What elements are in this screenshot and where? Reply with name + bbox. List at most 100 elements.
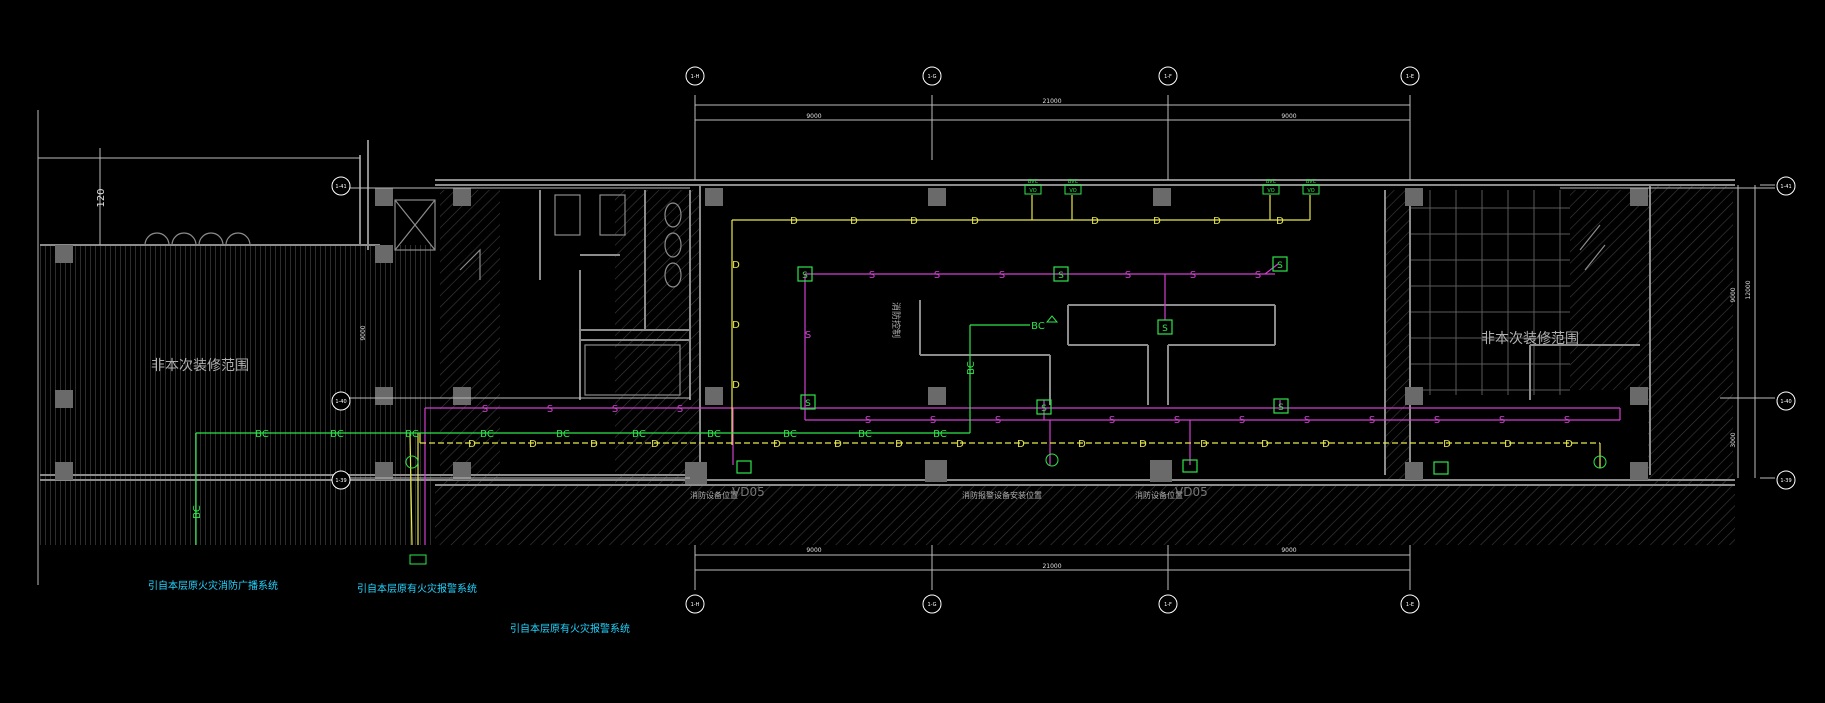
grid-left-2: 1-40 [335, 399, 346, 405]
s-box-label: S [1058, 271, 1064, 281]
dim-bottom-right: 9000 [1281, 547, 1296, 554]
d-label: D [1091, 216, 1099, 227]
d-label: D [1504, 439, 1512, 450]
d-label: D [1213, 216, 1221, 227]
left-zone-label: 非本次装修范围 [151, 357, 249, 374]
d-label: D [732, 380, 740, 391]
d-label: D [790, 216, 798, 227]
d-label: D [910, 216, 918, 227]
grid-right-1: 1-41 [1780, 184, 1791, 190]
d-label: D [1443, 439, 1451, 450]
s-box-label: S [802, 271, 808, 281]
dim-left-offset: 120 [96, 188, 107, 207]
grid-labels: 1-H 1-G 1-F 1-E 1-H 1-G 1-F 1-E 1-41 1-4… [335, 74, 1791, 608]
dim-left-vertical: 9000 [360, 325, 367, 340]
bc-label: BC [192, 505, 203, 519]
s-label: S [1190, 270, 1196, 281]
bc-label: BC [1031, 321, 1045, 332]
grid-top-3: 1-F [1164, 74, 1172, 80]
right-zone-label: 非本次装修范围 [1481, 330, 1579, 347]
bc-label: BC [330, 429, 344, 440]
fixtures [144, 194, 1606, 396]
d-label: D [834, 439, 842, 450]
dim-top-total: 21000 [1042, 98, 1061, 105]
d-label: D [971, 216, 979, 227]
broadcast-bc-wiring [195, 324, 1030, 545]
broadcast-bc-labels: BC BC BC BC BC BC BC BC BC BC BC BC BC [192, 321, 1045, 519]
s-box-label: S [1277, 261, 1283, 271]
vo-label: VO [1307, 188, 1314, 194]
bottom-tag-1: 消防设备位置 [690, 490, 738, 500]
s-label: S [865, 415, 871, 426]
s-label: S [1174, 415, 1180, 426]
s-box-label: S [1041, 404, 1047, 414]
smoke-detector-wiring [424, 263, 1621, 545]
hatch-code-2: VD05 [1175, 485, 1208, 499]
bc-label: BC [556, 429, 570, 440]
s-label: S [1369, 415, 1375, 426]
bvc-modules [1024, 184, 1320, 195]
d-label: D [1017, 439, 1025, 450]
d-label: D [732, 320, 740, 331]
d-label: D [1565, 439, 1573, 450]
bc-label: BC [966, 361, 977, 375]
smoke-detector-boxes [736, 256, 1449, 475]
note-broadcast: 引自本层原火灾消防广播系统 [148, 579, 278, 592]
s-box-label: S [1162, 324, 1168, 334]
bvc-label: BVC [1306, 179, 1317, 185]
grid-left-3: 1-39 [335, 478, 346, 484]
speaker-symbols [405, 315, 1607, 565]
note-alarm-low: 引自本层原有火灾报警系统 [510, 622, 630, 635]
s-label: S [1564, 415, 1570, 426]
detector-d-labels: D D D D D D D D D D D D D D D D D D D D … [468, 216, 1573, 450]
s-label: S [1434, 415, 1440, 426]
d-label: D [1261, 439, 1269, 450]
bvc-texts: BVC BVC BVC BVC VO VO VO VO [1028, 179, 1317, 194]
s-label: S [995, 415, 1001, 426]
dimension-lines [37, 95, 1775, 590]
s-label: S [482, 404, 488, 415]
bottom-tags: 消防设备位置 消防报警设备安装位置 消防设备位置 VD05 VD05 [690, 485, 1208, 500]
dim-top-left: 9000 [806, 113, 821, 120]
dim-right-lower: 3000 [1730, 432, 1737, 447]
bottom-tag-2: 消防报警设备安装位置 [962, 490, 1042, 500]
bottom-tag-3: 消防设备位置 [1135, 490, 1183, 500]
bc-label: BC [933, 429, 947, 440]
vo-label: VO [1267, 188, 1274, 194]
bc-label: BC [858, 429, 872, 440]
s-label: S [1109, 415, 1115, 426]
bvc-label: BVC [1266, 179, 1277, 185]
d-label: D [773, 439, 781, 450]
s-box-label: S [805, 399, 811, 409]
s-box-label: S [1278, 403, 1284, 413]
bc-label: BC [255, 429, 269, 440]
grid-top-4: 1-E [1406, 74, 1414, 80]
d-label: D [468, 439, 476, 450]
s-label: S [1255, 270, 1261, 281]
s-label: S [1239, 415, 1245, 426]
d-label: D [895, 439, 903, 450]
dim-right-upper: 9000 [1730, 287, 1737, 302]
bc-label: BC [632, 429, 646, 440]
grid-left-1: 1-41 [335, 184, 346, 190]
s-label: S [547, 404, 553, 415]
s-label: S [805, 330, 811, 341]
grid-right-2: 1-40 [1780, 399, 1791, 405]
zone-labels: 非本次装修范围 非本次装修范围 消防控制 [151, 302, 1579, 374]
dim-top-right: 9000 [1281, 113, 1296, 120]
vo-label: VO [1029, 188, 1036, 194]
d-label: D [732, 260, 740, 271]
s-label: S [934, 270, 940, 281]
bc-label: BC [480, 429, 494, 440]
grid-bottom-1: 1-H [691, 602, 700, 608]
walls [40, 140, 1735, 486]
s-label: S [612, 404, 618, 415]
d-label: D [1276, 216, 1284, 227]
dim-right-total: 12000 [1745, 280, 1752, 299]
bvc-label: BVC [1028, 179, 1039, 185]
d-label: D [1153, 216, 1161, 227]
d-label: D [1200, 439, 1208, 450]
hatch-code-1: VD05 [732, 485, 765, 499]
grid-right-3: 1-39 [1780, 478, 1791, 484]
